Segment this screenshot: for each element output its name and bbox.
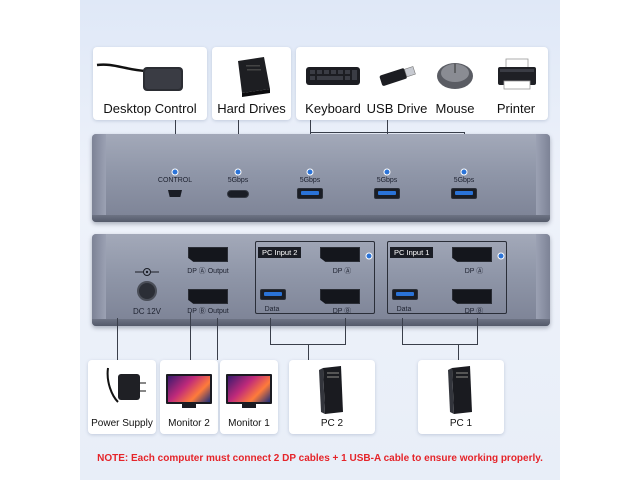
usb-port-3-dot — [460, 168, 468, 176]
in1-data-port — [392, 289, 418, 300]
in2-data-port — [260, 289, 286, 300]
printer-label: Printer — [496, 101, 536, 116]
connection-note: NOTE: Each computer must connect 2 DP ca… — [97, 453, 543, 464]
desktop-control-label: Desktop Control — [103, 101, 197, 116]
control-port-label: CONTROL — [157, 177, 193, 184]
desktop-control-card: Desktop Control — [93, 47, 207, 120]
usb-drive-label: USB Drive — [366, 101, 428, 116]
kvm-rear-panel — [92, 234, 550, 326]
usb-port-2-dot — [383, 168, 391, 176]
monitor-1-card: Monitor 1 — [220, 360, 278, 434]
pc-2-label: PC 2 — [320, 418, 344, 429]
usb-port-2 — [374, 188, 400, 199]
monitor-2-label: Monitor 2 — [168, 418, 210, 429]
dc-polarity-icon — [135, 268, 159, 276]
in1-dp-a-label: DP Ⓐ — [464, 268, 484, 275]
mouse-label: Mouse — [435, 101, 475, 116]
keyboard-icon — [306, 67, 360, 85]
monitor-1-label: Monitor 1 — [228, 418, 270, 429]
usb-port-1 — [297, 188, 323, 199]
usb-port-1-dot — [306, 168, 314, 176]
monitor-2-card: Monitor 2 — [160, 360, 218, 434]
power-supply-card: Power Supply — [88, 360, 156, 434]
in1-dp-b-port — [452, 289, 492, 304]
dc-jack — [137, 281, 157, 301]
usb-drive-icon — [379, 66, 416, 86]
hard-drives-label: Hard Drives — [217, 101, 286, 116]
pc-1-label: PC 1 — [449, 418, 473, 429]
mouse-icon — [437, 63, 473, 89]
peripherals-card: Keyboard USB Drive Mouse Printer — [296, 47, 548, 120]
pc-input-2-tag: PC Input 2 — [258, 247, 302, 258]
pc-2-card: PC 2 — [289, 360, 375, 434]
usbc-port-dot — [234, 168, 242, 176]
pc-input-1-group — [387, 241, 507, 314]
usbc-speed-label: 5Gbps — [227, 177, 249, 184]
dp-b-output-port — [188, 289, 228, 304]
dc-label: DC 12V — [132, 307, 162, 316]
kvm-front-panel — [92, 134, 550, 222]
dp-a-output-port — [188, 247, 228, 262]
in2-dp-b-port — [320, 289, 360, 304]
printer-icon — [498, 58, 536, 90]
in2-dp-a-port — [320, 247, 360, 262]
in2-data-label: Data — [264, 306, 280, 313]
in1-data-label: Data — [396, 306, 412, 313]
pc-input-2-group — [255, 241, 375, 314]
keyboard-label: Keyboard — [305, 101, 361, 116]
pc-1-card: PC 1 — [418, 360, 504, 434]
pc-tower-icon — [448, 366, 472, 414]
in1-dp-a-port — [452, 247, 492, 262]
pc-input-1-tag: PC Input 1 — [390, 247, 434, 258]
desktop-control-icon — [96, 63, 183, 91]
pc-tower-icon — [319, 366, 343, 414]
usb-port-3-speed: 5Gbps — [453, 177, 475, 184]
usb-port-2-speed: 5Gbps — [376, 177, 398, 184]
product-illustration: Desktop Control Hard Drives — [80, 0, 560, 480]
monitor-1-icon — [226, 374, 272, 404]
hard-drive-icon — [238, 57, 270, 97]
control-port — [168, 190, 182, 197]
power-adapter-icon — [106, 367, 146, 403]
usbc-port — [227, 190, 249, 198]
in2-dp-a-label: DP Ⓐ — [332, 268, 352, 275]
usb-port-3 — [451, 188, 477, 199]
usb-port-1-speed: 5Gbps — [299, 177, 321, 184]
dp-a-output-label: DP Ⓐ Output — [187, 268, 229, 275]
power-supply-label: Power Supply — [91, 418, 153, 429]
in2-dp-b-label: DP Ⓑ — [332, 308, 352, 315]
in1-dp-b-label: DP Ⓑ — [464, 308, 484, 315]
monitor-2-icon — [166, 374, 212, 404]
dp-b-output-label: DP Ⓑ Output — [187, 308, 229, 315]
hard-drives-card: Hard Drives — [212, 47, 291, 120]
control-port-dot — [171, 168, 179, 176]
